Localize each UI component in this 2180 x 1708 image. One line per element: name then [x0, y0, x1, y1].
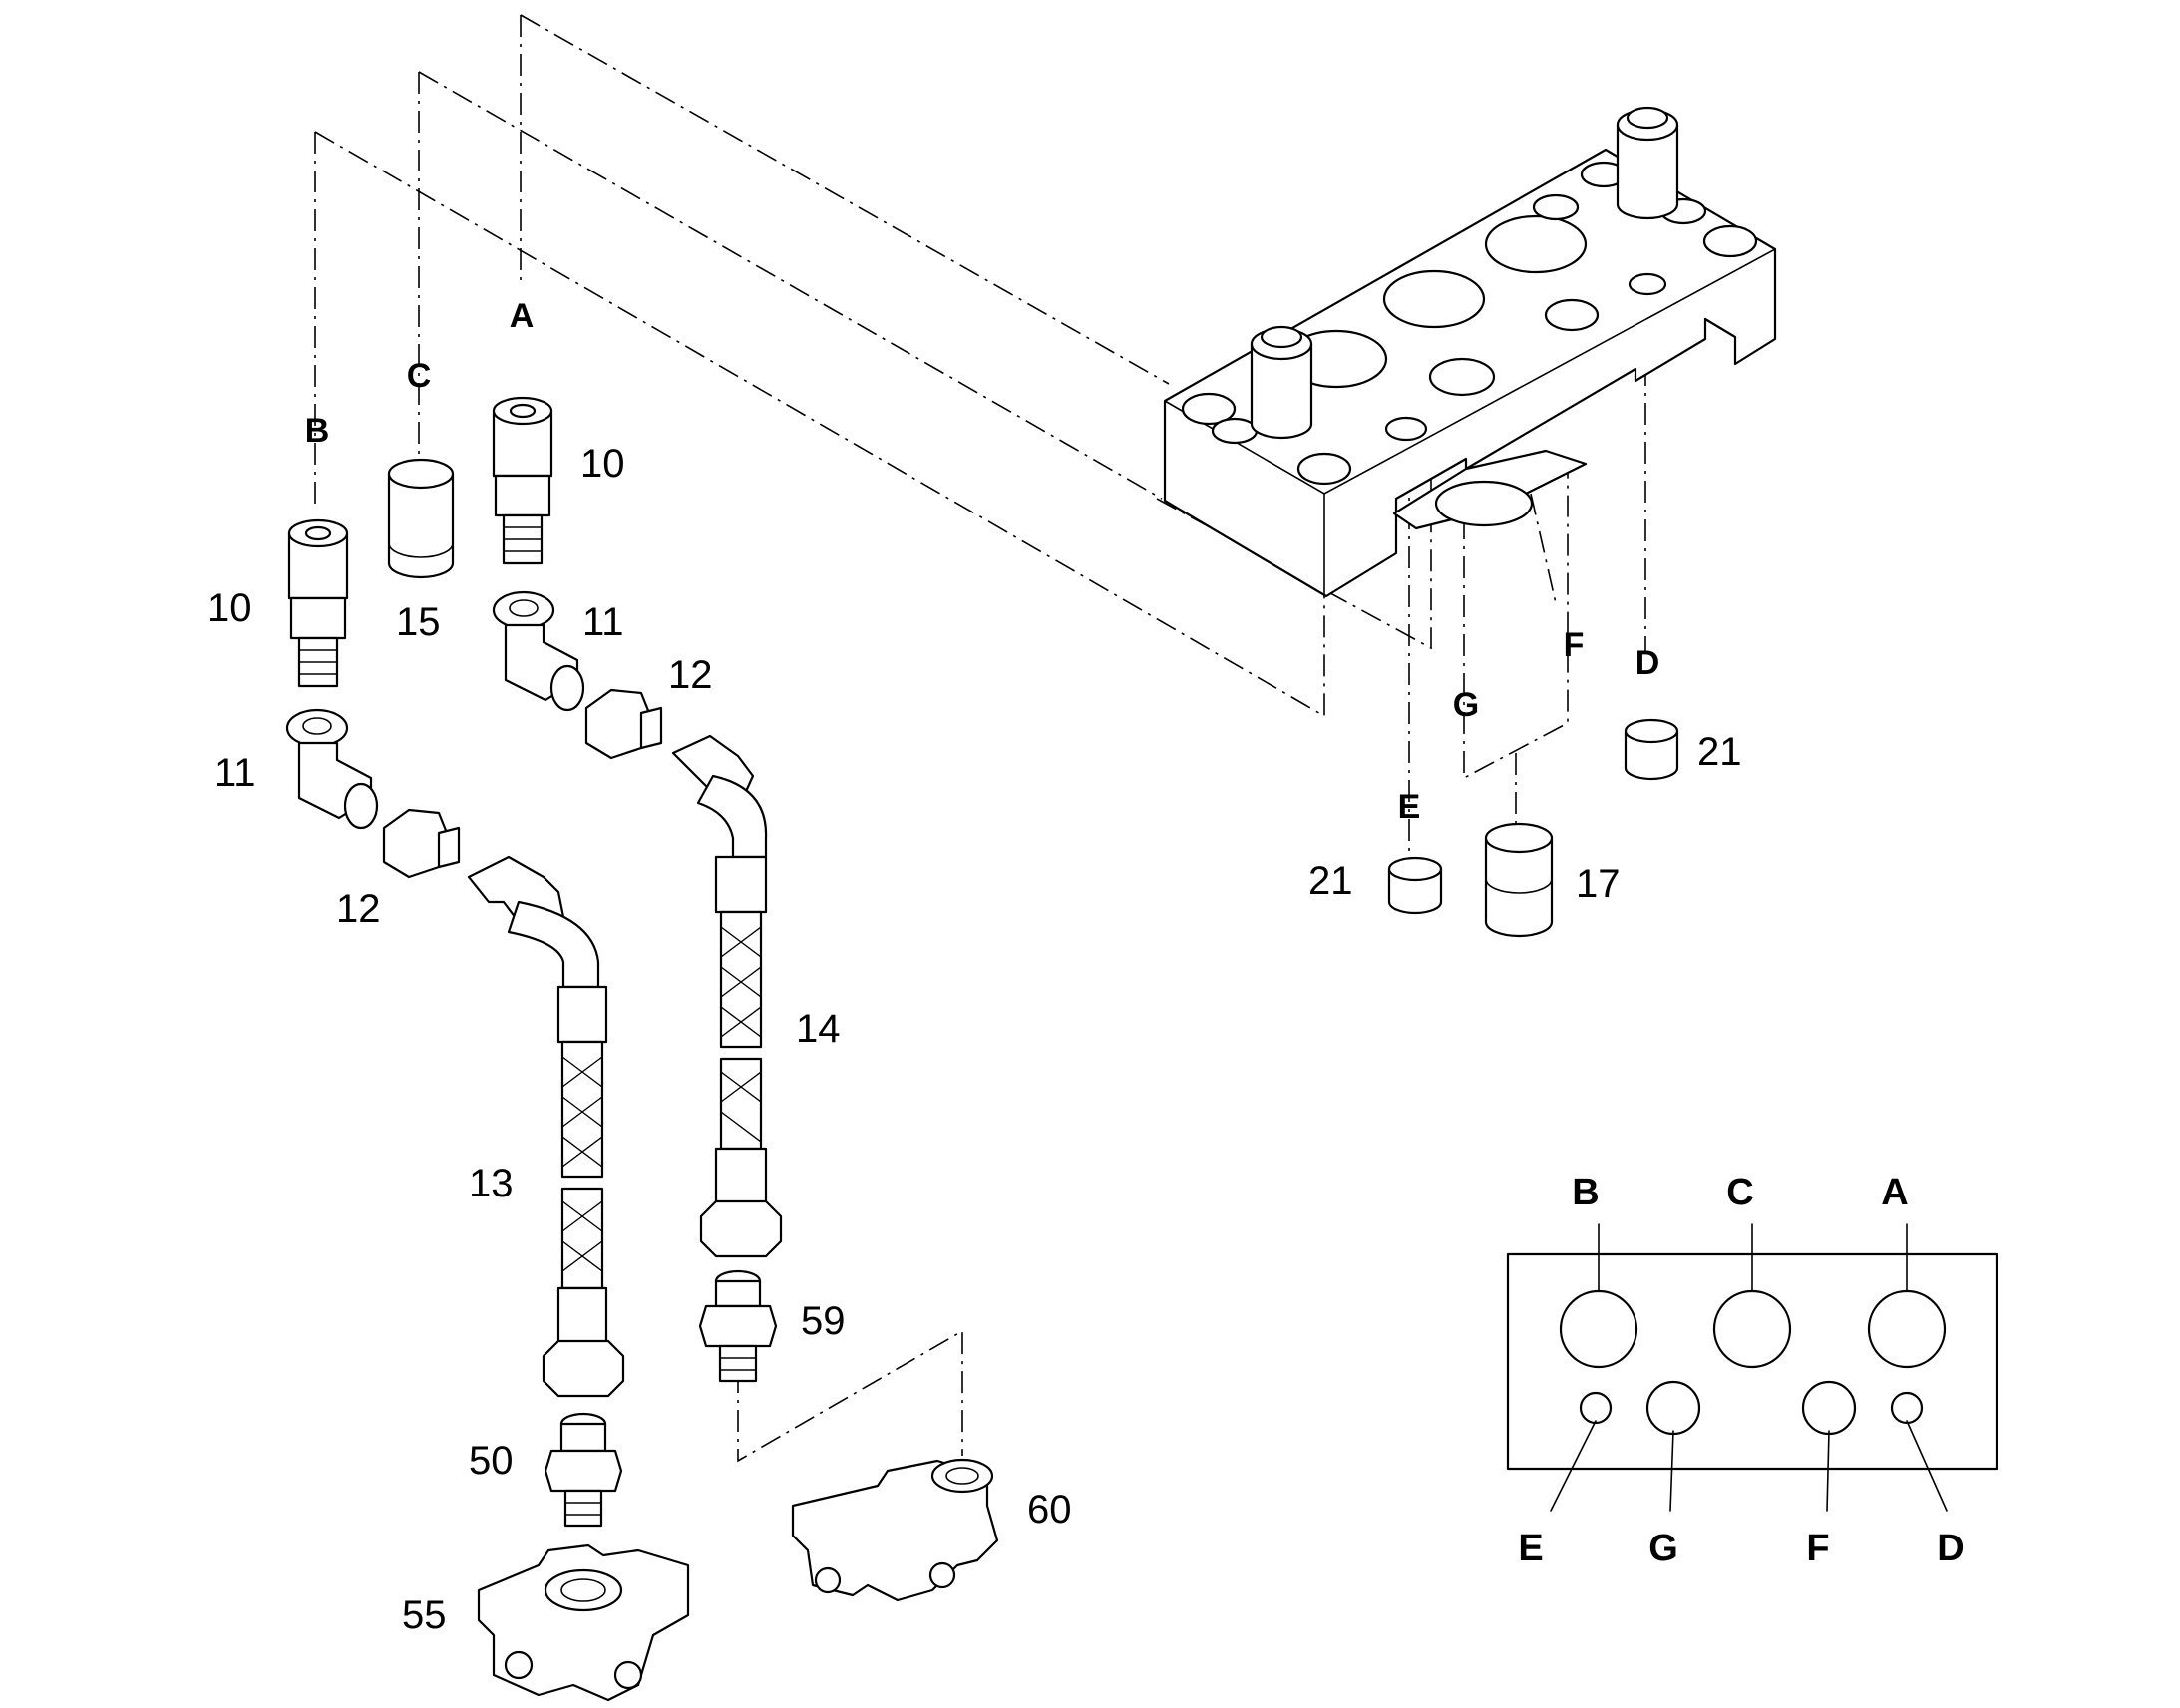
inset-letter-g: G — [1648, 1528, 1678, 1569]
part-17-cap — [1484, 822, 1554, 938]
leader-lines — [314, 14, 1646, 1463]
letter-e: E — [1398, 788, 1421, 826]
callout-11-left: 11 — [214, 751, 256, 795]
callout-55: 55 — [402, 1593, 447, 1637]
callout-21-d: 21 — [1697, 730, 1742, 774]
part-21-plug-e — [1387, 856, 1443, 915]
inset-letter-c: C — [1726, 1172, 1753, 1213]
part-50-nipple — [544, 1412, 623, 1528]
inset-letter-labels: B C A E G F D — [1518, 1172, 1964, 1569]
letter-c: C — [407, 357, 432, 395]
letter-d: D — [1635, 644, 1660, 682]
part-59-nipple — [698, 1269, 778, 1383]
callout-12-right: 12 — [668, 653, 713, 697]
part-55-cross-fitting — [477, 1543, 690, 1702]
callout-60: 60 — [1027, 1488, 1072, 1532]
part-13-hose — [467, 855, 625, 1398]
part-10-right-fitting — [492, 396, 553, 565]
inset-letter-f: F — [1806, 1528, 1829, 1569]
callout-15: 15 — [396, 600, 441, 644]
callout-21-e: 21 — [1308, 859, 1353, 903]
part-15-cap — [387, 458, 455, 579]
callout-10-right: 10 — [580, 442, 625, 486]
letter-g: G — [1453, 686, 1479, 724]
part-14-hose — [671, 734, 783, 1258]
callout-10-left: 10 — [207, 586, 252, 630]
callout-50: 50 — [469, 1439, 514, 1483]
part-11-right-elbow — [492, 590, 585, 712]
inset-letter-e: E — [1518, 1528, 1543, 1569]
inset-letter-d: D — [1937, 1528, 1964, 1569]
inset-letter-b: B — [1572, 1172, 1599, 1213]
part-12-right-adapter — [584, 688, 663, 760]
part-number-callouts: 10 10 15 11 12 11 12 14 13 59 50 60 55 2… — [207, 442, 1742, 1637]
part-60-cross-fitting — [791, 1458, 999, 1602]
part-12-left-adapter — [382, 808, 461, 879]
port-map-inset — [1506, 1223, 1998, 1512]
port-letter-labels: A C B E G F D — [305, 297, 1660, 826]
manifold-block — [1163, 106, 1777, 598]
callout-11-right: 11 — [582, 600, 624, 644]
part-11-left-elbow — [285, 708, 379, 830]
callout-59: 59 — [801, 1299, 846, 1343]
callout-14: 14 — [796, 1007, 841, 1051]
callout-12-left: 12 — [336, 887, 381, 931]
part-10-left-fitting — [287, 518, 349, 688]
part-21-plug-d — [1624, 718, 1679, 781]
callout-17: 17 — [1576, 862, 1621, 906]
letter-b: B — [305, 412, 330, 450]
letter-a: A — [510, 297, 535, 335]
letter-f: F — [1564, 626, 1585, 664]
callout-13: 13 — [469, 1162, 514, 1205]
inset-letter-a: A — [1881, 1172, 1908, 1213]
